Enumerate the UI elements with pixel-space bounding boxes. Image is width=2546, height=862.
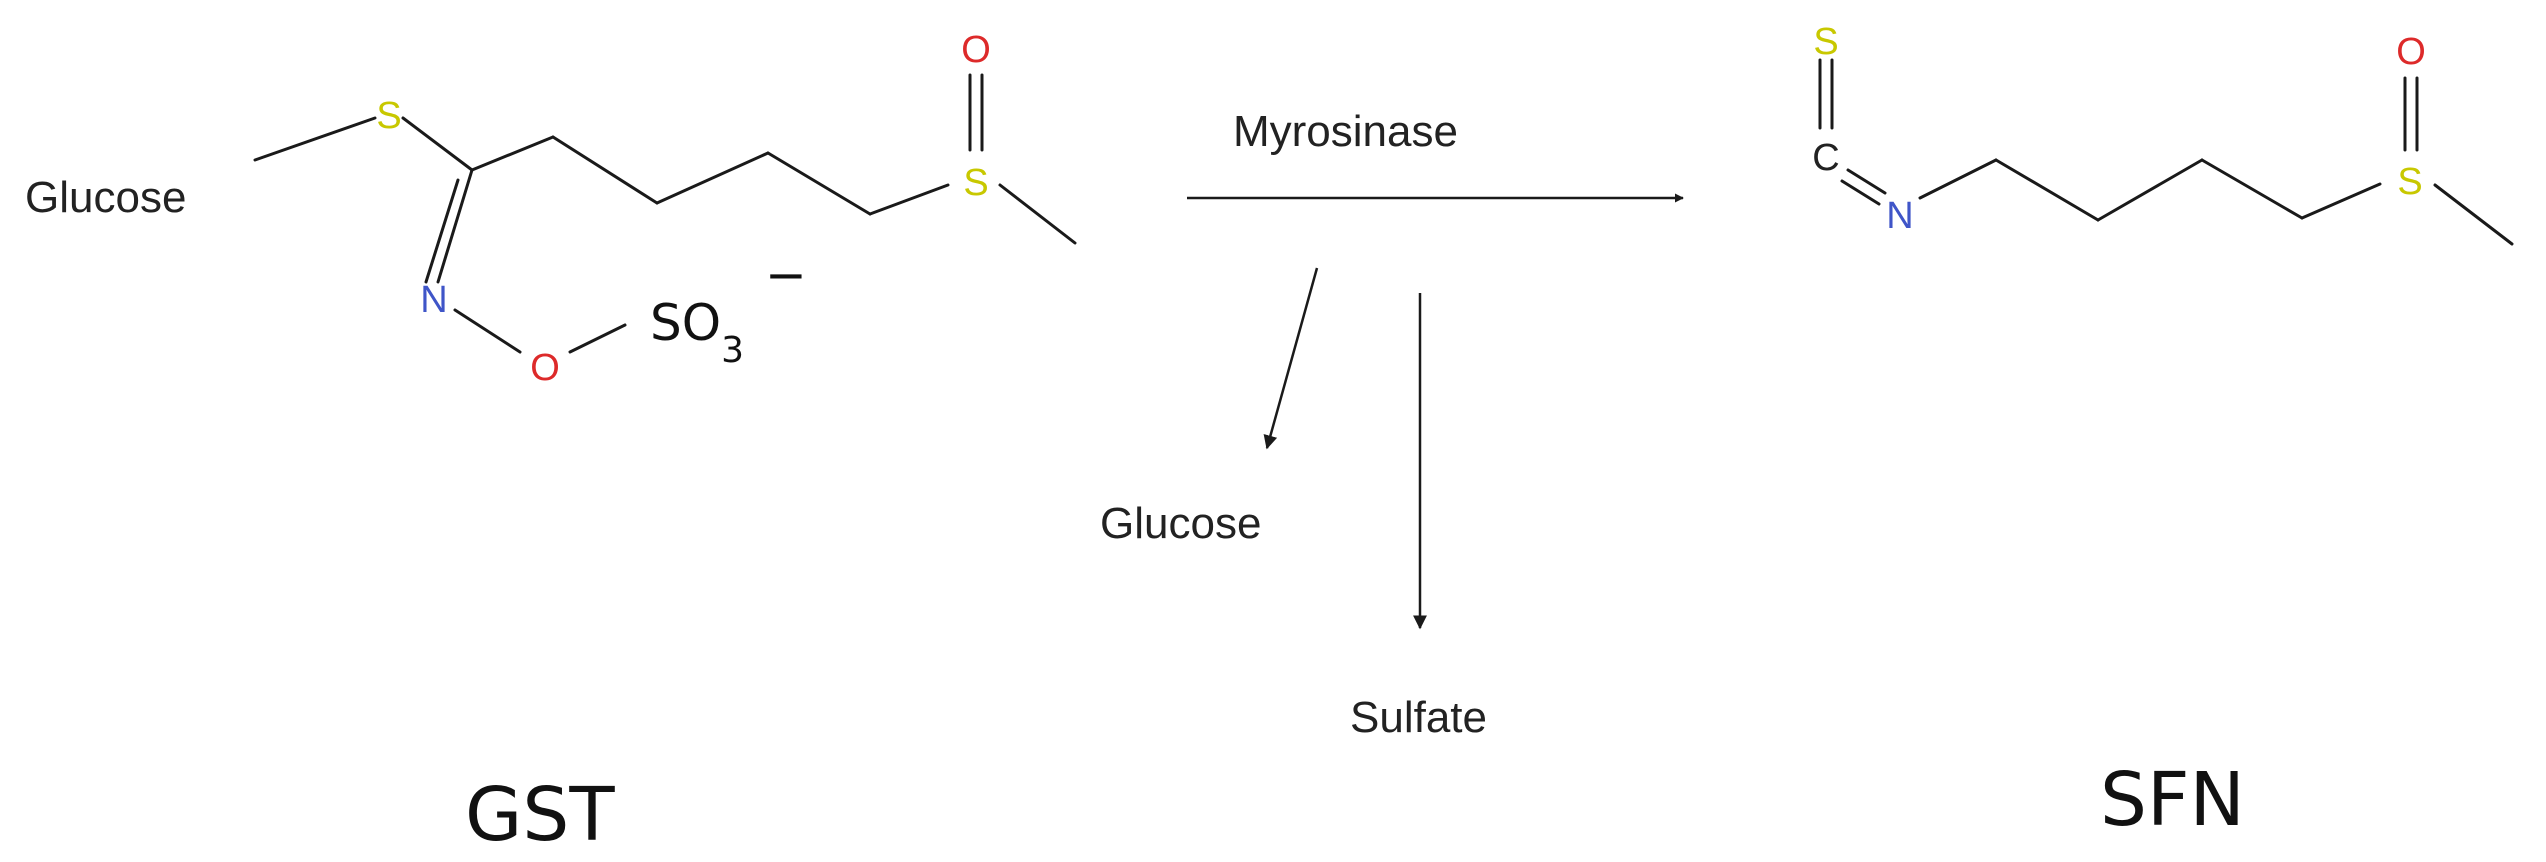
gst-bond-o-so3 — [568, 323, 627, 354]
sfn-oxygen-sulfoxide: O — [2396, 31, 2426, 73]
sfn-sulfur-thio: S — [1813, 21, 1838, 63]
gst-bond-chain-1 — [470, 135, 555, 172]
gst-bond-chain-4 — [766, 151, 872, 216]
sfn-bond-n-chain — [1918, 158, 1998, 200]
gst-bond-s-c — [401, 116, 474, 172]
sfn-bond-chain-3 — [2200, 158, 2304, 220]
gst-bond-c-n-b — [424, 178, 460, 284]
glucose-release-arrow — [1263, 267, 1319, 450]
gst-sulfur-thioether: S — [376, 95, 401, 137]
enzyme-label: Myrosinase — [1233, 107, 1458, 156]
gst-bond-c-n-a — [436, 168, 474, 284]
sfn-bond-chain-1 — [1994, 158, 2100, 222]
gst-bond-glucose-s — [253, 116, 377, 162]
sfn-bond-c-n-b — [1840, 179, 1881, 206]
gst-oxygen: O — [530, 347, 560, 389]
gst-bond-n-o — [453, 308, 522, 354]
sfn-bond-s-methyl — [2433, 183, 2514, 246]
gst-bond-chain-5 — [868, 183, 950, 216]
gst-negative-charge: − — [765, 246, 807, 304]
gst-sulfur-sulfoxide: S — [963, 162, 988, 204]
gst-caption: GST — [465, 772, 615, 858]
gst-molecule — [253, 73, 1077, 354]
gst-bond-s-methyl — [998, 183, 1077, 245]
byproduct-sulfate-label: Sulfate — [1350, 693, 1487, 742]
byproduct-glucose-label: Glucose — [1100, 499, 1261, 548]
gst-glucose-label: Glucose — [25, 173, 186, 222]
gst-so3-group: SO3 — [650, 294, 744, 371]
sfn-molecule — [1818, 58, 2514, 246]
sfn-caption: SFN — [2100, 757, 2245, 843]
gst-bond-chain-3 — [655, 151, 770, 205]
reaction-arrows — [1187, 193, 1684, 630]
gst-nitrogen: N — [420, 279, 447, 321]
sfn-carbon: C — [1812, 137, 1839, 179]
sfn-bond-chain-2 — [2096, 158, 2204, 222]
sfn-bond-c-n-a — [1846, 168, 1887, 195]
sfn-bond-chain-4 — [2300, 182, 2382, 220]
sfn-sulfur-sulfoxide: S — [2397, 161, 2422, 203]
sfn-nitrogen: N — [1886, 195, 1913, 237]
gst-oxygen-sulfoxide: O — [961, 29, 991, 71]
gst-bond-chain-2 — [551, 135, 659, 205]
